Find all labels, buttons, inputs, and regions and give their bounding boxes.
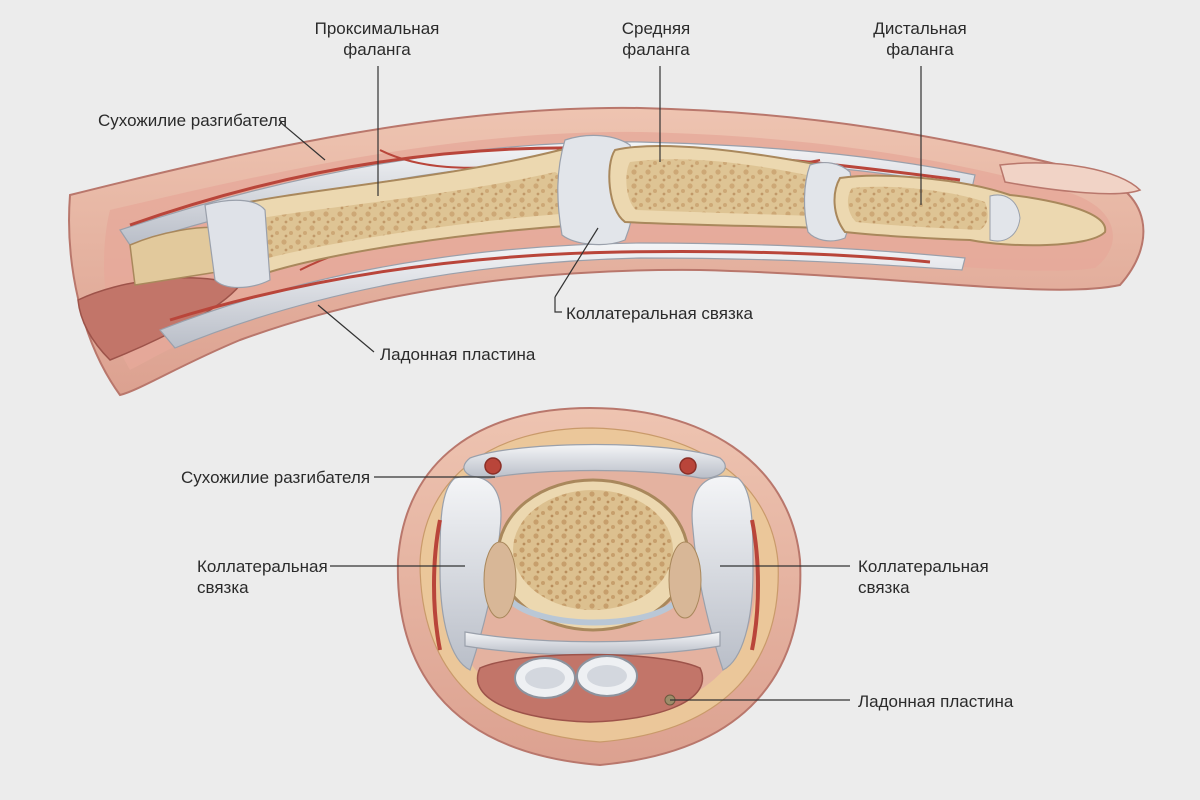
volar-artery	[169, 250, 931, 322]
distal-phalanx-bone	[833, 174, 1107, 247]
label-line: фаланга	[622, 40, 690, 59]
cross-volar-plate	[464, 631, 721, 656]
label-extensor-tendon-long: Сухожилие разгибателя	[98, 111, 288, 130]
label-extensor-tendon-cross: Сухожилие разгибателя	[181, 468, 371, 487]
cross-collateral-right	[691, 475, 754, 671]
label-line: фаланга	[343, 40, 411, 59]
label-line: Коллатеральная	[858, 557, 989, 576]
cross-extensor-tendon	[463, 443, 726, 479]
label-line: связка	[197, 578, 249, 597]
label-distal-phalanx: Дистальная фаланга	[873, 18, 966, 60]
label-line: Дистальная	[873, 19, 967, 38]
label-line: Коллатеральная	[197, 557, 328, 576]
label-volar-plate-long: Ладонная пластина	[380, 345, 536, 364]
cross-section	[396, 406, 802, 767]
cross-phalanx-marrow	[513, 490, 673, 610]
label-proximal-phalanx: Проксимальная фаланга	[315, 18, 440, 60]
label-line: фаланга	[886, 40, 954, 59]
label-line: Средняя	[621, 19, 691, 38]
longitudinal-section	[68, 106, 1145, 397]
label-middle-phalanx: Средняя фаланга	[622, 18, 691, 60]
label-volar-plate-cross: Ладонная пластина	[858, 692, 1014, 711]
label-collateral-ligament-long: Коллатеральная связка	[566, 304, 754, 323]
label-line: связка	[858, 578, 910, 597]
label-collateral-ligament-right: Коллатеральная связка	[858, 556, 989, 598]
cross-artery-right	[679, 457, 697, 475]
label-line: Проксимальная	[314, 19, 440, 38]
label-collateral-ligament-left: Коллатеральная связка	[197, 556, 328, 598]
fingernail	[999, 162, 1142, 195]
leader-lines	[279, 66, 922, 701]
proximal-phalanx-bone	[204, 148, 592, 289]
cross-periosteum	[507, 597, 681, 626]
cross-collateral-left	[439, 475, 502, 671]
flexor-tendon-long	[159, 242, 966, 349]
cross-artery-left	[484, 457, 502, 475]
